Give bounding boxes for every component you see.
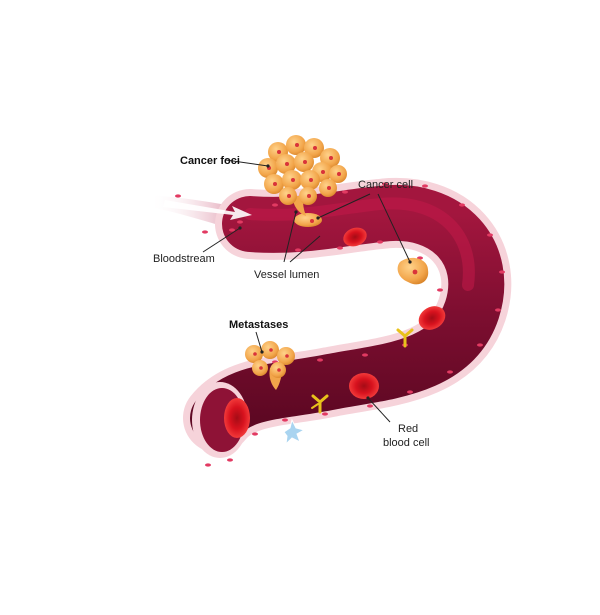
metastases-cluster [245,341,295,390]
white-blood-cell-icon [283,418,306,446]
label-bloodstream: Bloodstream [153,253,215,265]
red-blood-cell [224,398,250,438]
cancer-cell-in-vessel [294,213,322,227]
leader-line-dots [238,164,412,400]
antibody-icon [396,328,414,348]
red-blood-cell [418,306,446,330]
label-cancer-cell: Cancer cell [358,179,413,191]
cancer-foci-cluster [258,135,347,216]
label-red-blood-cell-line1: Red [398,423,418,435]
red-blood-cell [349,373,379,399]
label-metastases: Metastases [229,319,288,331]
label-cancer-foci: Cancer foci [180,155,240,167]
red-blood-cell [343,227,367,247]
leader-lines [202,159,411,423]
cancer-cell-in-vessel [397,257,429,285]
label-vessel-lumen: Vessel lumen [254,269,319,281]
label-red-blood-cell-line2: blood cell [383,437,429,449]
antibody-icon [311,394,329,414]
vessel-lumen [190,184,505,446]
bloodstream-arrow [163,200,252,220]
